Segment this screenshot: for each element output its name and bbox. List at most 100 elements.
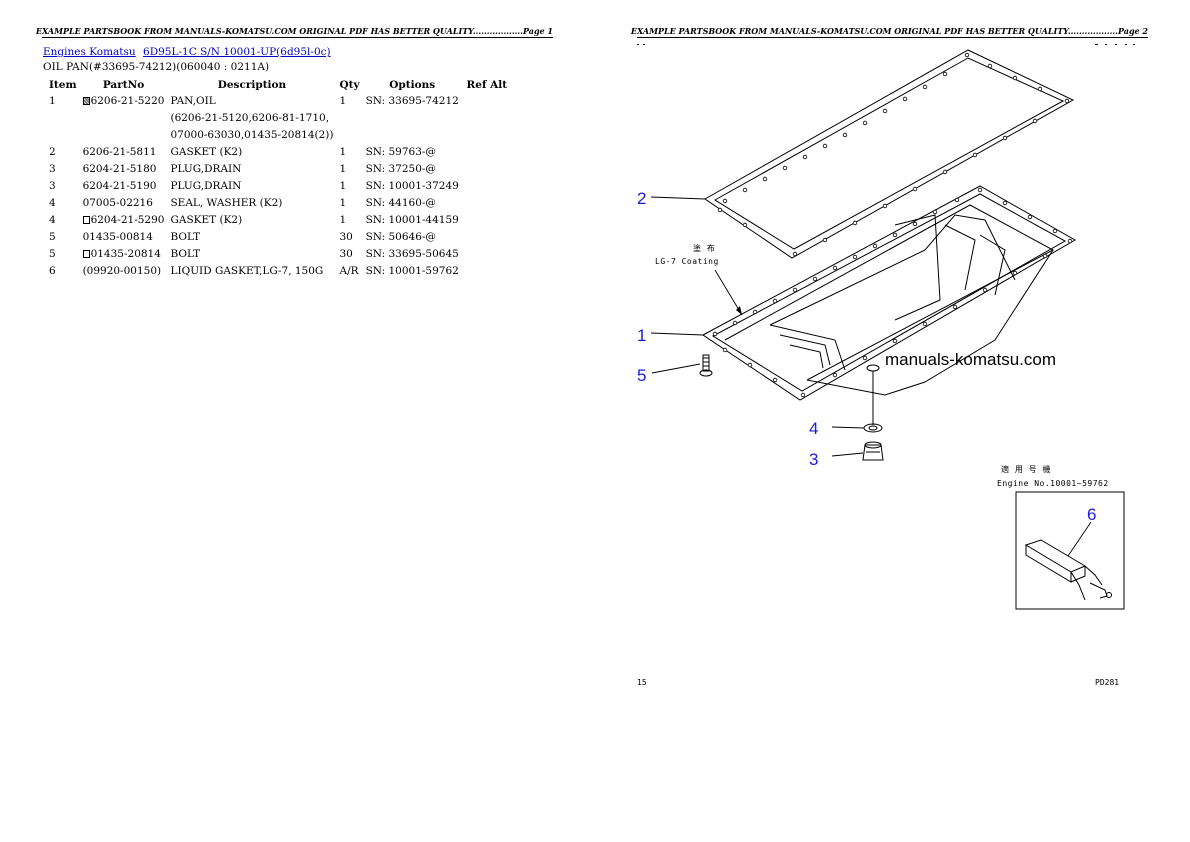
cell-options: SN: 37250-@ xyxy=(363,161,462,178)
cell-item: 3 xyxy=(43,161,80,178)
col-ref-alt: Ref Alt xyxy=(466,78,508,91)
page-number: 15 xyxy=(637,678,647,687)
table-row: 07000-63030,01435-20814(2)) xyxy=(43,127,512,144)
cell-ref-alt xyxy=(462,110,512,127)
cell-options xyxy=(363,127,462,144)
cell-item: 4 xyxy=(43,212,80,229)
cell-description: BOLT xyxy=(167,229,336,246)
cell-item-text: 2 xyxy=(49,146,56,158)
cell-item xyxy=(43,110,80,127)
cell-partno: 6206-21-5220 xyxy=(80,93,168,110)
breadcrumb-model-link[interactable]: 6D95L-1C S/N 10001-UP(6d95l-0c) xyxy=(143,46,331,58)
table-row: (6206-21-5120,6206-81-1710, xyxy=(43,110,512,127)
cell-description: 07000-63030,01435-20814(2)) xyxy=(167,127,336,144)
cell-item: 4 xyxy=(43,195,80,212)
cell-partno-text: 6204-21-5180 xyxy=(82,163,157,175)
cell-description: SEAL, WASHER (K2) xyxy=(167,195,336,212)
leader-lines xyxy=(650,196,865,457)
cell-options-text: SN: 50646-@ xyxy=(365,231,436,243)
applicable-note-en: Engine No.10001~59762 xyxy=(997,479,1109,488)
applicable-note-jp: 適 用 号 機 xyxy=(1001,464,1051,474)
cell-description: PAN,OIL xyxy=(167,93,336,110)
cell-item-text: 1 xyxy=(49,95,56,107)
breadcrumb: Engines Komatsu 6D95L-1C S/N 10001-UP(6d… xyxy=(43,46,335,58)
col-item: Item xyxy=(49,78,77,91)
header-rule xyxy=(42,37,553,38)
cell-partno-text: 01435-00814 xyxy=(82,231,153,243)
cell-item xyxy=(43,127,80,144)
gasket-drawing xyxy=(704,49,1075,259)
seal-washer-drawing xyxy=(863,423,883,433)
cell-options: SN: 10001-37249 xyxy=(363,178,462,195)
cell-ref-alt xyxy=(462,263,512,280)
page-header: EXAMPLE PARTSBOOK FROM MANUALS-KOMATSU.C… xyxy=(630,26,1148,36)
leader-line-6 xyxy=(1067,521,1092,557)
breadcrumb-engines-link[interactable]: Engines Komatsu xyxy=(43,46,136,58)
cell-qty-text: 1 xyxy=(339,163,347,175)
cell-description: GASKET (K2) xyxy=(167,212,336,229)
cell-options-text: SN: 10001-37249 xyxy=(365,180,459,192)
col-options: Options xyxy=(389,78,436,91)
cell-ref-alt xyxy=(462,246,512,263)
cell-partno xyxy=(80,127,168,144)
col-description: Description xyxy=(217,78,287,91)
callout-6: 6 xyxy=(1087,505,1096,524)
cell-qty-text: 1 xyxy=(339,95,347,107)
callout-2: 2 xyxy=(637,189,646,208)
cell-partno-text: 6206-21-5811 xyxy=(82,146,157,158)
cell-ref-alt xyxy=(462,93,512,110)
callout-5: 5 xyxy=(637,366,646,385)
cell-description: PLUG,DRAIN xyxy=(167,178,336,195)
cell-item: 5 xyxy=(43,229,80,246)
cell-qty: 30 xyxy=(336,229,362,246)
callout-1: 1 xyxy=(637,326,646,345)
cell-options-text: SN: 59763-@ xyxy=(365,146,436,158)
cell-partno-text: 07005-02216 xyxy=(82,197,153,209)
cell-options-text: SN: 33695-74212 xyxy=(365,95,459,107)
cell-item-text: 3 xyxy=(49,180,56,192)
cell-qty: 30 xyxy=(336,246,362,263)
cell-partno-text: 6206-21-5220 xyxy=(90,95,165,107)
interchange-empty-icon xyxy=(82,216,90,224)
coating-arrowhead xyxy=(736,306,742,315)
cell-partno xyxy=(80,110,168,127)
cell-description-text: PLUG,DRAIN xyxy=(170,180,242,192)
cell-description-text: BOLT xyxy=(170,231,201,243)
page-2: EXAMPLE PARTSBOOK FROM MANUALS-KOMATSU.C… xyxy=(595,0,1190,842)
cell-qty-text: 30 xyxy=(339,231,353,243)
cell-options-text: SN: 10001-59762 xyxy=(365,265,459,277)
cell-qty: 1 xyxy=(336,93,362,110)
cell-qty: 1 xyxy=(336,212,362,229)
cell-options-text: SN: 44160-@ xyxy=(365,197,436,209)
col-qty: Qty xyxy=(339,78,360,91)
drain-plug-drawing xyxy=(862,441,884,461)
cell-options: SN: 10001-44159 xyxy=(363,212,462,229)
cell-options-text: SN: 33695-50645 xyxy=(365,248,459,260)
cell-partno-text: 6204-21-5190 xyxy=(82,180,157,192)
cell-item-text: 4 xyxy=(49,197,56,209)
cell-description: (6206-21-5120,6206-81-1710, xyxy=(167,110,336,127)
oil-pan-drawing xyxy=(702,185,1077,425)
cell-description-text: PLUG,DRAIN xyxy=(170,163,242,175)
table-header-row: Item PartNo Description Qty Options Ref … xyxy=(43,76,512,93)
bolt-drawing xyxy=(699,354,713,377)
cell-ref-alt xyxy=(462,229,512,246)
cell-description-text: SEAL, WASHER (K2) xyxy=(170,197,283,209)
cell-description-text: PAN,OIL xyxy=(170,95,216,107)
cell-qty-text: A/R xyxy=(339,265,359,277)
coating-note-en: LG-7 Coating xyxy=(655,257,719,266)
cell-options: SN: 33695-74212 xyxy=(363,93,462,110)
cell-description-text: GASKET (K2) xyxy=(170,146,243,158)
cell-description-text: 07000-63030,01435-20814(2)) xyxy=(170,129,334,141)
cell-qty-text: 1 xyxy=(339,180,347,192)
cell-partno: 6206-21-5811 xyxy=(80,144,168,161)
cell-options-text: SN: 37250-@ xyxy=(365,163,436,175)
interchange-filled-icon xyxy=(82,97,90,105)
cell-qty: 1 xyxy=(336,178,362,195)
col-partno: PartNo xyxy=(102,78,145,91)
cell-qty-text: 30 xyxy=(339,248,353,260)
